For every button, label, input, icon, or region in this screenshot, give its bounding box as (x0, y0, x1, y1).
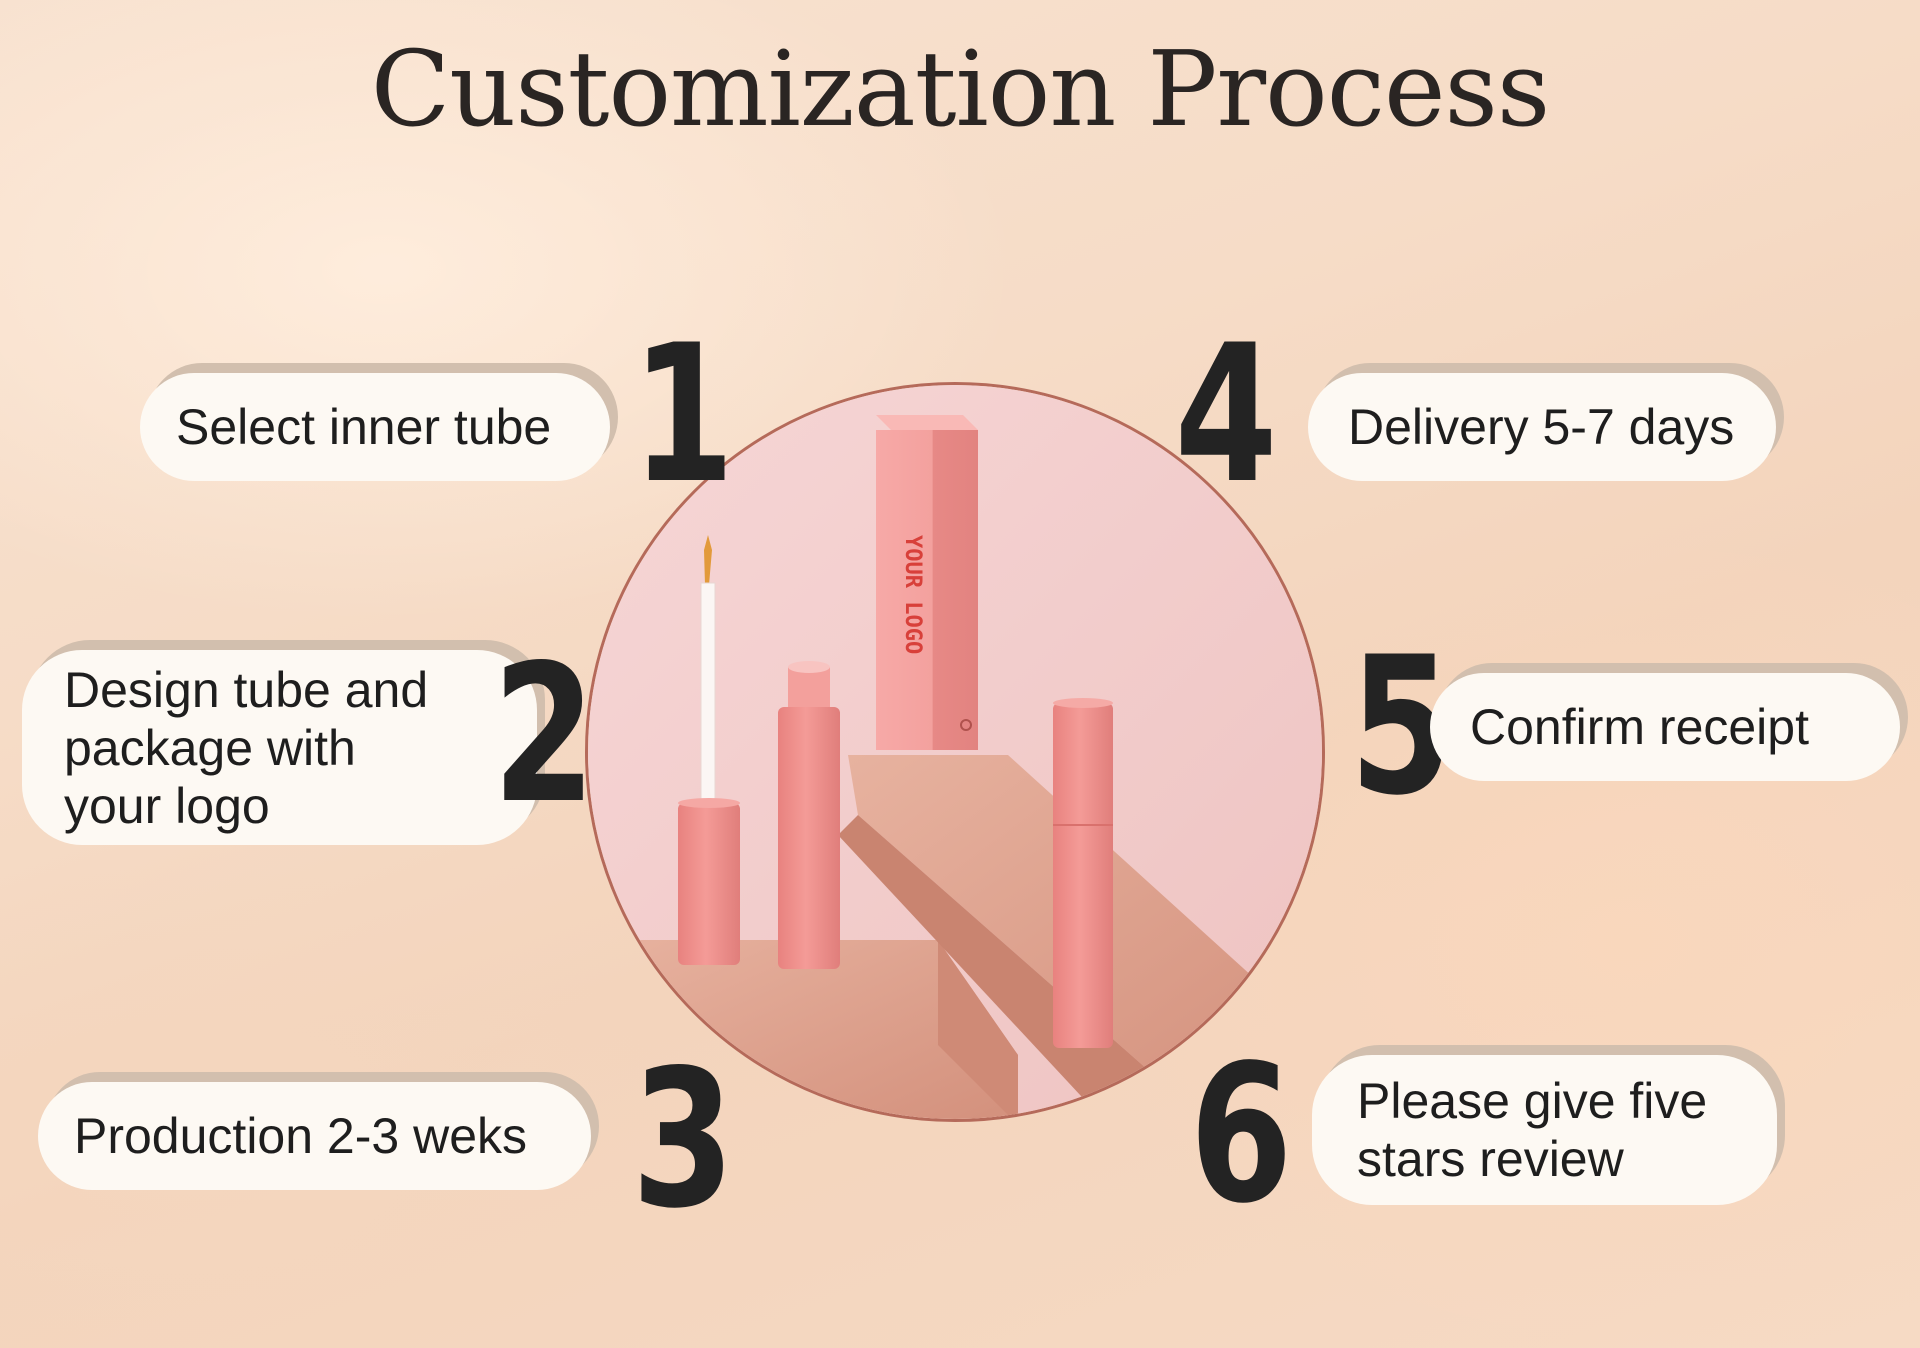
step-3-label: Production 2-3 weks (74, 1108, 528, 1164)
step-1-label: Select inner tube (176, 399, 552, 455)
box-logo-text: YOUR LOGO (900, 535, 925, 654)
step-2-pill: Design tube and package with your logo (22, 650, 537, 845)
step-1-pill: Select inner tube (140, 373, 610, 481)
step-4-label: Delivery 5-7 days (1348, 399, 1735, 455)
step-6-label: Please give five stars review (1357, 1073, 1708, 1187)
step-3-number: 3 (631, 1029, 735, 1250)
page-title: Customization Process (370, 28, 1551, 150)
step-6-number: 6 (1189, 1024, 1293, 1245)
step-2-number: 2 (492, 624, 596, 845)
step-4-number: 4 (1174, 304, 1278, 525)
step-1-number: 1 (631, 304, 735, 525)
step-3-pill: Production 2-3 weks (38, 1082, 591, 1190)
step-4-pill: Delivery 5-7 days (1308, 373, 1776, 481)
step-5-pill: Confirm receipt (1430, 673, 1900, 781)
step-6-pill: Please give five stars review (1312, 1055, 1777, 1205)
step-2-label: Design tube and package with your logo (64, 661, 429, 834)
step-5-label: Confirm receipt (1470, 699, 1809, 755)
